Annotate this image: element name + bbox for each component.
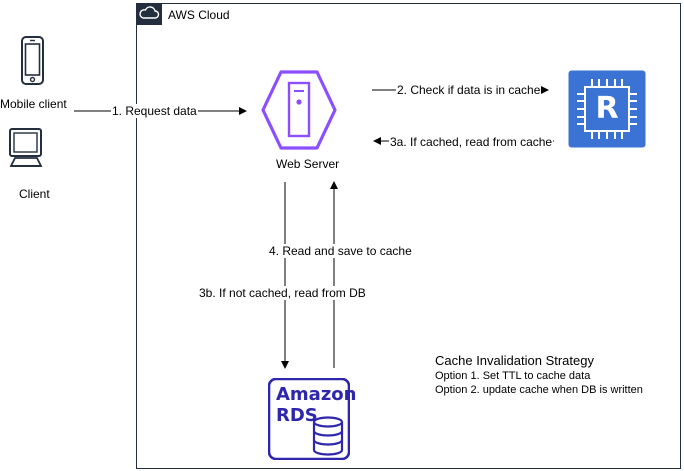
mobile-client-label: Mobile client [0, 97, 67, 111]
arrow-label-save-cache: 4. Read and save to cache [268, 244, 413, 258]
web-server-label: Web Server [276, 157, 340, 171]
redis-letter: R [595, 91, 619, 126]
strategy-option-1: Option 1. Set TTL to cache data [435, 370, 591, 382]
arrow-label-read-db: 3b. If not cached, read from DB [198, 286, 367, 300]
arrow-label-check-cache: 2. Check if data is in cache [396, 83, 542, 97]
aws-cloud-group [136, 3, 681, 469]
aws-cloud-icon [136, 3, 162, 25]
arrow-label-request: 1. Request data [111, 104, 198, 118]
mobile-phone-icon [20, 36, 46, 91]
strategy-title: Cache Invalidation Strategy [435, 353, 594, 368]
client-label: Client [19, 187, 50, 201]
elasticache-redis-icon [568, 70, 646, 153]
rds-label-rds: RDS [276, 405, 318, 426]
aws-cloud-label: AWS Cloud [168, 8, 230, 22]
amazon-rds-icon [267, 377, 351, 465]
rds-label-amazon: Amazon [276, 384, 357, 405]
strategy-option-2: Option 2. update cache when DB is writte… [435, 384, 643, 396]
desktop-computer-icon [8, 127, 44, 178]
ec2-instance-icon [260, 68, 338, 157]
arrow-label-read-cache: 3a. If cached, read from cache [389, 135, 554, 149]
